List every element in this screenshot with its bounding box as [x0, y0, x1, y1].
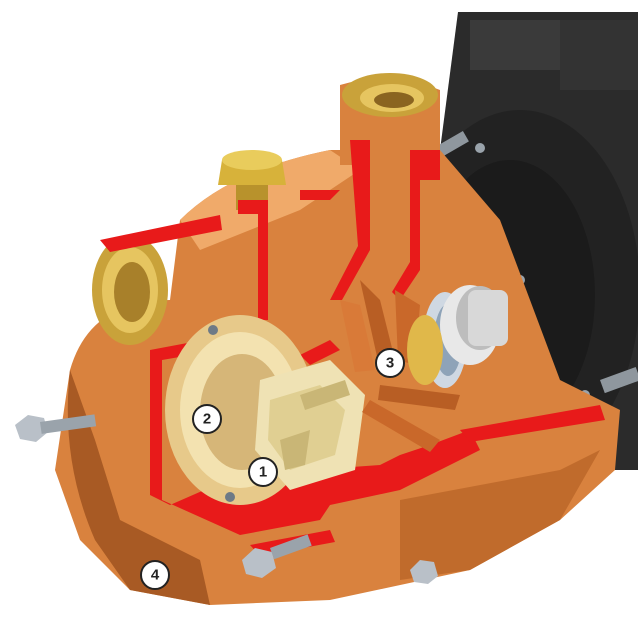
callout-4-label: 4: [151, 567, 160, 584]
ring-screw-icon: [208, 325, 218, 335]
callout-3: 3: [375, 348, 405, 378]
callout-1-label: 1: [259, 464, 267, 481]
bolt-icon: [15, 414, 97, 442]
callout-1: 1: [248, 457, 278, 487]
motor-screw-icon: [475, 143, 485, 153]
suction-port: [92, 235, 168, 345]
bolt-icon: [410, 560, 438, 584]
callout-3-label: 3: [386, 355, 394, 372]
bolt-icon: [242, 534, 312, 578]
callout-2-label: 2: [203, 411, 211, 428]
housing-bolts: [15, 414, 438, 584]
callout-4: 4: [140, 560, 170, 590]
mechanical-seal: [407, 285, 508, 388]
callout-2: 2: [192, 404, 222, 434]
brass-plug-icon: [218, 150, 286, 210]
impeller: [255, 360, 365, 490]
ring-screw-icon: [225, 492, 235, 502]
